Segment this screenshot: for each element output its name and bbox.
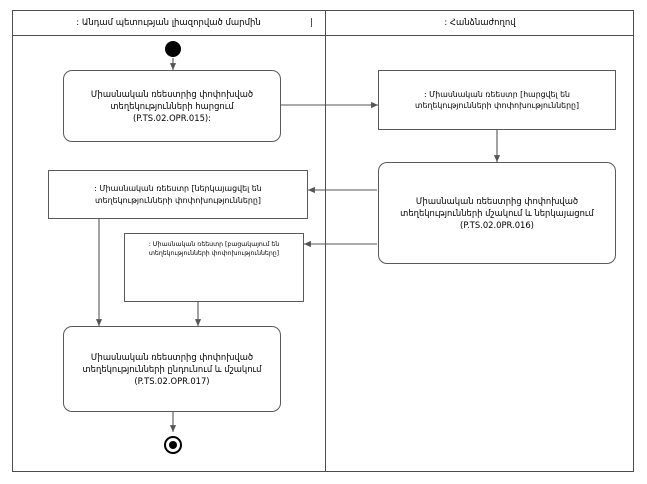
object-register-presented-label: : Միասնական ռեեստր [ներկայացվել են տեղեկ… [94,184,262,205]
swimlane-left-tick: | [310,18,313,28]
activity-receive-and-process-changes-label: Միասնական ռեեստրից փոփոխված տեղեկություն… [82,351,262,387]
activity-receive-and-process-changes[interactable]: Միասնական ռեեստրից փոփոխված տեղեկություն… [63,326,281,412]
activity-process-and-present-changes[interactable]: Միասնական ռեեստրից փոփոխված տեղեկություն… [378,162,616,264]
object-register-absent[interactable]: : Միասնական ռեեստր [բացակայում են տեղեկո… [124,233,304,302]
final-node[interactable] [164,436,182,454]
object-register-requested-label: : Միասնական ռեեստր [հարցվել են տեղեկությ… [414,89,580,110]
swimlane-title-right-label: : Հանձնաժողով [444,18,516,28]
initial-node[interactable] [165,41,181,57]
object-register-requested[interactable]: : Միասնական ռեեստր [հարցվել են տեղեկությ… [378,70,616,130]
swimlane-title-left-label: : Անդամ պետության լիազորված մարմին [76,18,261,28]
swimlane-header-row [12,10,634,36]
swimlane-divider [325,10,326,472]
object-register-presented[interactable]: : Միասնական ռեեստր [ներկայացվել են տեղեկ… [48,170,308,219]
swimlane-header-commission[interactable]: : Հանձնաժողով [326,10,634,36]
activity-request-changed-information[interactable]: Միասնական ռեեստրից փոփոխված տեղեկություն… [63,70,281,142]
swimlane-header-member-state[interactable]: : Անդամ պետության լիազորված մարմին | [12,10,325,36]
object-register-absent-label: : Միասնական ռեեստր [բացակայում են տեղեկո… [148,241,280,258]
activity-process-and-present-changes-label: Միասնական ռեեստրից փոփոխված տեղեկություն… [400,195,594,231]
activity-request-changed-information-label: Միասնական ռեեստրից փոփոխված տեղեկություն… [90,88,254,124]
